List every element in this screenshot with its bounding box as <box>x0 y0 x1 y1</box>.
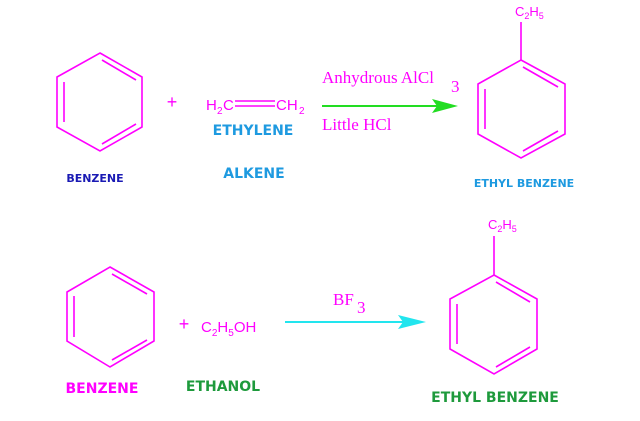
ethylene-formula: H 2 C CH 2 <box>206 97 305 117</box>
plus-sign-2: + <box>179 314 190 334</box>
ethylene-label: ETHYLENE <box>213 123 294 139</box>
benzene-structure-2 <box>66 266 155 368</box>
svg-text:H: H <box>206 97 217 114</box>
ethyl-substituent-2: C2H5 <box>488 217 517 234</box>
benzene-label-1: BENZENE <box>66 172 123 185</box>
svg-text:3: 3 <box>357 298 366 317</box>
svg-text:2: 2 <box>299 106 305 117</box>
ethanol-label: ETHANOL <box>186 379 260 395</box>
svg-text:Little HCl: Little HCl <box>322 115 392 134</box>
svg-text:3: 3 <box>451 77 460 96</box>
benzene-label-2: BENZENE <box>66 381 139 397</box>
svg-text:BF: BF <box>333 290 354 309</box>
ethylbenzene-structure-2 <box>449 236 538 375</box>
reaction-conditions-1: Anhydrous AlCl 3 Little HCl <box>322 68 460 134</box>
svg-text:CH: CH <box>276 97 298 114</box>
benzene-structure-1 <box>56 52 143 152</box>
ethyl-substituent-1: C2H5 <box>515 4 544 21</box>
svg-text:C: C <box>223 97 234 114</box>
svg-text:Anhydrous AlCl: Anhydrous AlCl <box>322 68 434 87</box>
svg-text:C2H5: C2H5 <box>488 217 517 234</box>
ethylbenzene-structure-1 <box>477 22 566 159</box>
reaction-arrow-1 <box>322 99 458 113</box>
ethanol-formula: C2H5OH <box>201 319 256 339</box>
svg-text:2: 2 <box>217 106 223 117</box>
reaction-arrow-2 <box>285 315 426 329</box>
svg-text:C2H5OH: C2H5OH <box>201 319 256 339</box>
plus-sign-1: + <box>167 92 178 112</box>
ethylbenzene-label-1: ETHYL BENZENE <box>474 177 574 190</box>
ethylbenzene-label-2: ETHYL BENZENE <box>431 390 559 406</box>
alkene-label: ALKENE <box>223 166 284 182</box>
reaction-conditions-2: BF 3 <box>333 290 366 317</box>
svg-text:C2H5: C2H5 <box>515 4 544 21</box>
